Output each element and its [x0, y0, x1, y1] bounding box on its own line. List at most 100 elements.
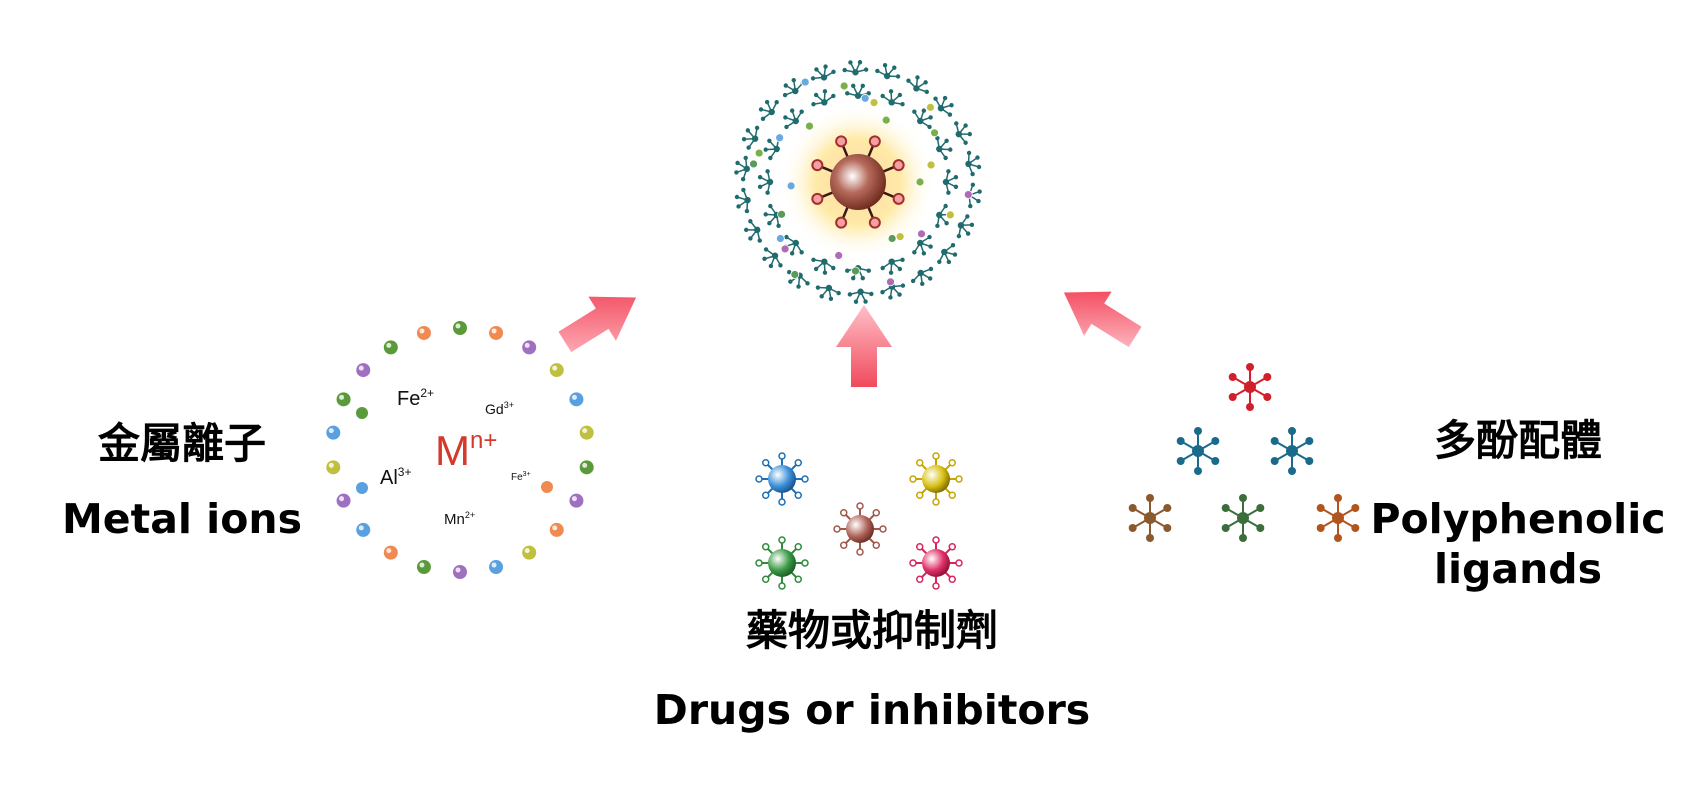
- particle-core: [830, 154, 886, 210]
- metal-ion-bead: [356, 482, 368, 494]
- ligands-label-en-line2: ligands: [1434, 545, 1602, 593]
- drug-molecule: [755, 452, 809, 506]
- loaded-bead: [945, 210, 955, 220]
- core-spoke-end: [868, 216, 881, 229]
- linker-molecule: [933, 95, 954, 117]
- loaded-bead: [881, 115, 891, 125]
- metal-ion-bead: [522, 545, 537, 560]
- ion-main-label: Mn+: [435, 427, 497, 474]
- linker-molecule: [956, 214, 975, 239]
- ligands-label-cn: 多酚配體: [1434, 416, 1602, 465]
- metal-ion-bead: [356, 407, 368, 419]
- core-spoke-end: [811, 159, 824, 172]
- ligand-molecule: [1221, 494, 1265, 542]
- loaded-bead: [834, 251, 844, 260]
- ligand-molecule: [1128, 494, 1172, 542]
- loaded-bead: [917, 229, 926, 239]
- loaded-bead: [777, 209, 786, 219]
- linker-molecule: [810, 64, 836, 81]
- drug-molecules: [755, 452, 963, 590]
- ligand-molecule: [1316, 494, 1360, 542]
- linker-molecule: [842, 60, 869, 76]
- ion-mn2-label: Mn2+: [444, 510, 475, 528]
- core-spoke-end: [835, 135, 848, 148]
- metal-ion-bead: [489, 560, 504, 575]
- metal-ion-bead: [336, 392, 351, 407]
- linker-molecule: [783, 234, 804, 256]
- metal-ions-label-cn: 金屬離子: [97, 419, 266, 468]
- loaded-bead: [800, 77, 810, 87]
- linker-molecule: [734, 187, 751, 214]
- linker-molecule: [912, 234, 933, 256]
- drug-molecule: [833, 502, 887, 556]
- ligands-label-en-line1: Polyphenolic: [1370, 495, 1665, 543]
- loaded-bead: [775, 133, 785, 143]
- ligand-molecule: [1176, 427, 1220, 475]
- loaded-bead: [926, 160, 936, 170]
- metal-ion-bead: [522, 340, 537, 355]
- metal-ion-bead: [356, 522, 371, 537]
- ligand-molecule: [1228, 363, 1272, 411]
- linker-molecule: [942, 169, 959, 195]
- metal-ion-bead: [356, 363, 371, 378]
- arrow-from-metal-ions: [558, 296, 637, 353]
- drugs-label-en: Drugs or inhibitors: [654, 686, 1090, 734]
- loaded-bead: [886, 277, 895, 287]
- drug-molecule: [755, 536, 809, 590]
- linker-molecule: [910, 266, 934, 287]
- loaded-bead: [780, 244, 790, 254]
- metal-ions-label-en: Metal ions: [62, 495, 302, 543]
- ligand-molecule: [1270, 427, 1314, 475]
- drug-molecule: [909, 536, 963, 590]
- arrow-from-drugs: [836, 305, 892, 387]
- loaded-bead: [851, 266, 860, 276]
- metal-ion-bead: [383, 545, 398, 560]
- linker-molecule: [880, 283, 906, 300]
- linker-molecule: [815, 284, 841, 301]
- loaded-bead: [775, 234, 785, 243]
- ion-fe3-label: Fe3+: [511, 471, 531, 483]
- loaded-bead: [790, 270, 800, 279]
- metal-ion-labels: Mn+ Fe2+ Gd3+ Al3+ Fe3+ Mn2+: [380, 386, 531, 528]
- linker-molecule: [783, 108, 804, 130]
- linker-molecule: [811, 89, 836, 107]
- loaded-bead: [887, 234, 897, 243]
- linker-molecule: [906, 75, 930, 95]
- linker-molecule: [847, 288, 874, 304]
- loaded-bead: [869, 98, 879, 108]
- polyphenolic-ligand-molecules: [1128, 363, 1360, 542]
- loaded-bead: [926, 102, 935, 112]
- metal-ion-bead: [336, 493, 351, 508]
- linker-molecule: [875, 63, 901, 80]
- metal-ion-bead: [416, 325, 431, 340]
- linker-molecule: [758, 99, 779, 121]
- linker-molecule: [935, 135, 953, 161]
- ion-fe2-label: Fe2+: [397, 386, 434, 410]
- linker-molecule: [741, 125, 760, 150]
- ion-al3-label: Al3+: [380, 465, 411, 489]
- metal-ion-bead: [326, 460, 341, 475]
- metal-ion-bead: [453, 565, 467, 579]
- metal-ion-bead: [569, 392, 584, 407]
- metal-ion-ring: [326, 321, 594, 579]
- loaded-bead: [860, 93, 870, 103]
- linker-molecule: [734, 155, 751, 182]
- loaded-bead: [786, 181, 796, 191]
- loaded-bead: [839, 81, 849, 91]
- core-spoke-end: [835, 216, 848, 229]
- metal-ion-bead: [489, 325, 504, 340]
- core-spoke-end: [868, 135, 881, 148]
- linker-molecule: [811, 257, 836, 275]
- linker-molecule: [937, 243, 958, 265]
- core-spoke-end: [892, 159, 905, 172]
- metal-ion-bead: [541, 481, 553, 493]
- loaded-bead: [930, 128, 939, 138]
- loaded-bead: [915, 177, 925, 187]
- linker-molecule: [954, 121, 972, 145]
- linker-molecule: [744, 219, 762, 243]
- linker-molecule: [757, 169, 774, 195]
- metal-ion-bead: [549, 522, 564, 537]
- linker-molecule: [880, 89, 905, 107]
- loaded-bead: [895, 232, 905, 242]
